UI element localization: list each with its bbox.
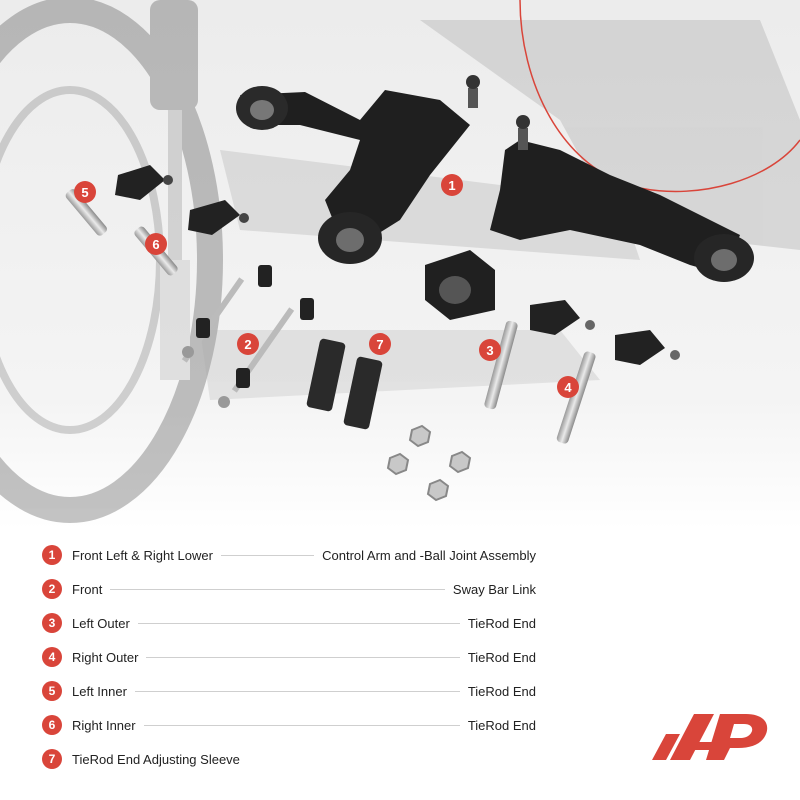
legend-row: 5 Left Inner TieRod End (42, 680, 536, 702)
lower-control-arm-right-icon (425, 115, 754, 320)
legend-divider (134, 690, 460, 692)
legend-number: 5 (42, 681, 62, 701)
legend-number: 3 (42, 613, 62, 633)
legend-part: Sway Bar Link (452, 581, 536, 597)
legend-position: Front (72, 581, 103, 597)
legend-row: 1 Front Left & Right Lower Control Arm a… (42, 544, 536, 566)
tie-rod-end-left-outer-icon (484, 300, 595, 410)
legend-position: Front Left & Right Lower (72, 547, 213, 563)
legend-row: 2 Front Sway Bar Link (42, 578, 536, 600)
callout-4: 4 (557, 376, 579, 398)
legend-row: 7 TieRod End Adjusting Sleeve (42, 748, 536, 770)
brand-logo-icon (652, 714, 768, 760)
callout-3: 3 (479, 339, 501, 361)
nuts-icon (386, 424, 472, 502)
legend-divider (110, 588, 445, 590)
legend-position: TieRod End Adjusting Sleeve (72, 751, 240, 767)
legend-divider (146, 656, 460, 658)
callout-6: 6 (145, 233, 167, 255)
adjusting-sleeve-icon (306, 338, 383, 430)
legend-part: Control Arm and -Ball Joint Assembly (322, 547, 536, 563)
legend-number: 2 (42, 579, 62, 599)
legend-divider (143, 724, 460, 726)
legend-part: TieRod End (467, 717, 536, 733)
callout-2: 2 (237, 333, 259, 355)
legend-part: TieRod End (467, 649, 536, 665)
tie-rod-end-right-outer-icon (556, 330, 680, 444)
legend-number: 6 (42, 715, 62, 735)
callout-5: 5 (74, 181, 96, 203)
legend-divider (220, 554, 315, 556)
legend-number: 1 (42, 545, 62, 565)
legend-part: TieRod End (467, 615, 536, 631)
callout-1: 1 (441, 174, 463, 196)
lower-control-arm-left-icon (236, 75, 480, 264)
callout-7: 7 (369, 333, 391, 355)
legend-position: Left Outer (72, 615, 130, 631)
legend-row: 3 Left Outer TieRod End (42, 612, 536, 634)
sway-bar-link-icon (181, 265, 314, 408)
legend-row: 6 Right Inner TieRod End (42, 714, 536, 736)
legend-part: TieRod End (467, 683, 536, 699)
legend-position: Left Inner (72, 683, 127, 699)
legend-number: 4 (42, 647, 62, 667)
legend-position: Right Inner (72, 717, 136, 733)
product-scene (0, 0, 800, 530)
legend-divider (137, 622, 460, 624)
legend-position: Right Outer (72, 649, 139, 665)
legend-number: 7 (42, 749, 62, 769)
legend-row: 4 Right Outer TieRod End (42, 646, 536, 668)
tie-rod-end-left-inner-icon (65, 165, 173, 236)
